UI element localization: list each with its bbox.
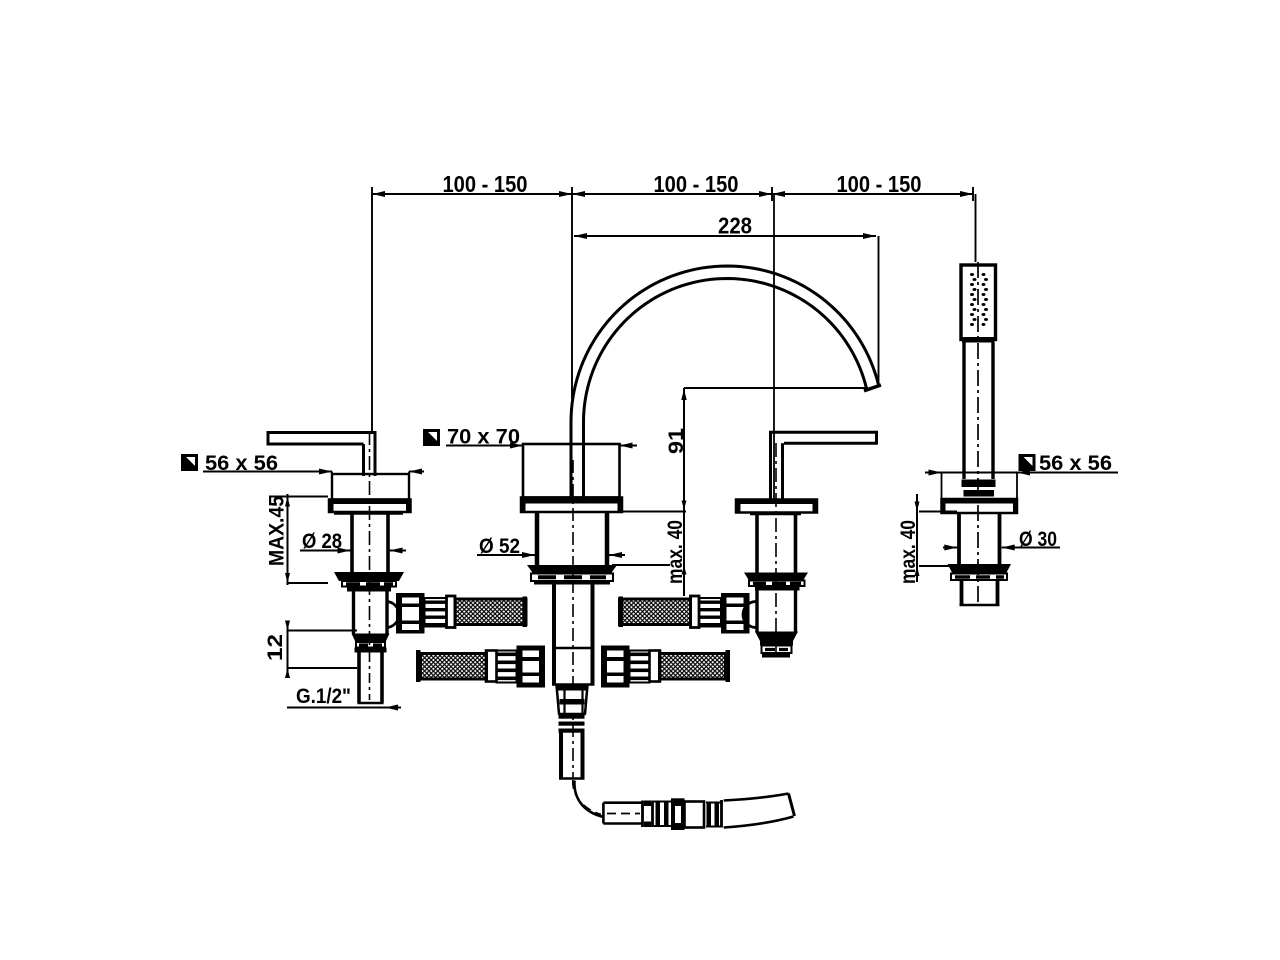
svg-text:91: 91 [665,428,688,454]
svg-text:Ø 28: Ø 28 [302,530,342,553]
svg-text:100 - 150: 100 - 150 [443,171,528,197]
svg-text:Ø 30: Ø 30 [1019,528,1057,551]
svg-text:MAX.45: MAX.45 [266,496,289,566]
svg-text:G.1/2": G.1/2" [296,685,351,708]
svg-text:70 x 70: 70 x 70 [447,426,520,449]
svg-text:228: 228 [718,213,752,239]
svg-text:Ø 52: Ø 52 [479,535,520,558]
svg-text:max. 40: max. 40 [897,520,920,584]
svg-text:100 - 150: 100 - 150 [837,171,922,197]
svg-text:56 x 56: 56 x 56 [1039,452,1112,475]
svg-text:100 - 150: 100 - 150 [654,171,739,197]
svg-text:56 x 56: 56 x 56 [205,452,278,475]
svg-text:12: 12 [264,634,287,661]
svg-text:max. 40: max. 40 [664,520,687,584]
